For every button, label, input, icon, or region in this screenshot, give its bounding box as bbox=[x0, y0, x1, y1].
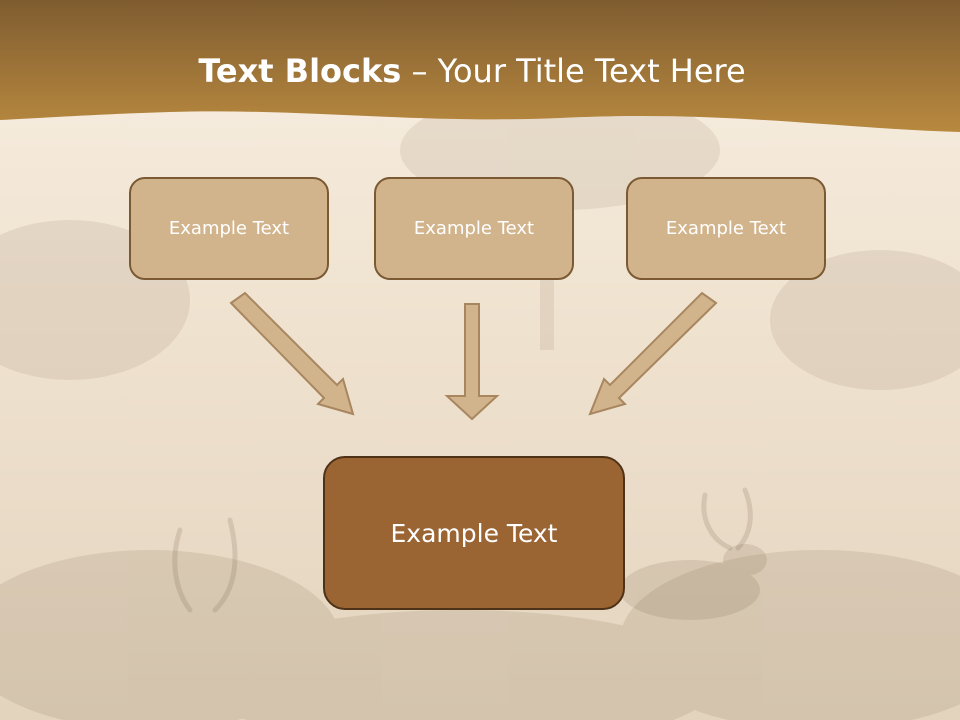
text-block-3-label: Example Text bbox=[665, 218, 787, 239]
antelope-body bbox=[620, 544, 767, 620]
text-block-1: Example Text bbox=[129, 177, 329, 280]
header-band bbox=[0, 0, 960, 132]
antelope-silhouettes bbox=[172, 487, 753, 613]
text-block-3: Example Text bbox=[626, 177, 826, 280]
title-bold: Text Blocks bbox=[198, 52, 402, 90]
text-block-1-label: Example Text bbox=[168, 218, 290, 239]
center-text-block: Example Text bbox=[323, 456, 625, 610]
center-text-block-label: Example Text bbox=[390, 518, 558, 548]
text-block-2: Example Text bbox=[374, 177, 574, 280]
text-block-2-label: Example Text bbox=[413, 218, 535, 239]
slide-title: Text Blocks – Your Title Text Here bbox=[0, 52, 944, 90]
title-rest: – Your Title Text Here bbox=[401, 52, 746, 90]
bush-silhouettes bbox=[0, 550, 960, 720]
